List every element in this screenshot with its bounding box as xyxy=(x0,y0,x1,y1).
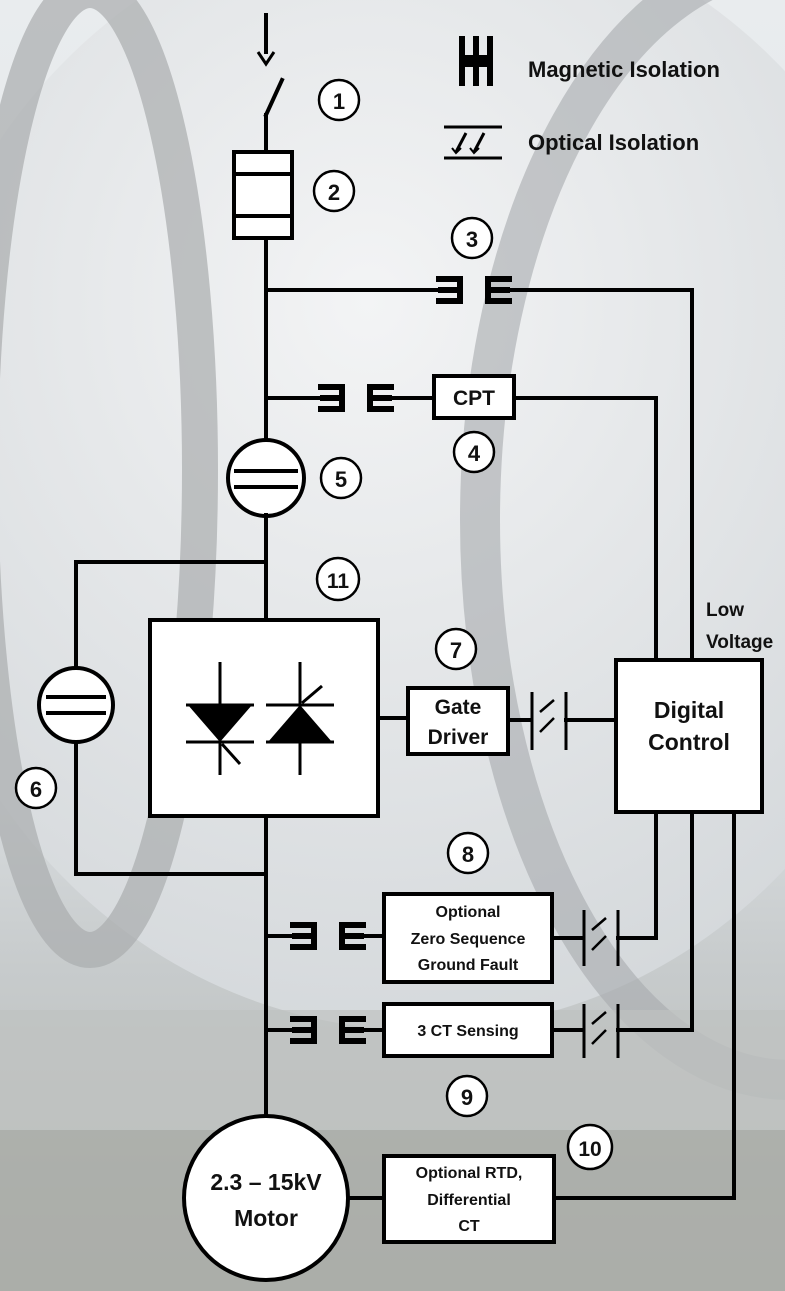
marker-5: 5 xyxy=(319,456,363,500)
current-transformer-ground-fault xyxy=(290,922,366,950)
fuse xyxy=(232,150,294,240)
low-voltage-line1: Low xyxy=(706,600,744,621)
motor-circle xyxy=(182,1114,350,1282)
marker-1: 1 xyxy=(317,78,361,122)
svg-text:7: 7 xyxy=(450,638,462,663)
legend-optical-label: Optical Isolation xyxy=(528,130,699,155)
ground-fault-line2: Zero Sequence xyxy=(411,931,526,948)
marker-6: 6 xyxy=(14,766,58,810)
rtd-line2: Differential xyxy=(427,1192,511,1209)
gate-driver-line1: Gate xyxy=(435,696,482,719)
marker-7: 7 xyxy=(434,627,478,671)
marker-2: 2 xyxy=(312,169,356,213)
ground-fault-line1: Optional xyxy=(436,904,501,921)
motor-line2: Motor xyxy=(234,1205,298,1231)
rtd-block xyxy=(382,1154,556,1244)
ground-fault-line3: Ground Fault xyxy=(418,957,519,974)
digital-control-block xyxy=(614,658,764,814)
disconnect-switch xyxy=(263,77,285,118)
current-transformer-ct-sensing xyxy=(290,1016,366,1044)
marker-3: 3 xyxy=(450,216,494,260)
svg-text:10: 10 xyxy=(578,1138,601,1161)
ct-sensing-block xyxy=(382,1002,554,1058)
cpt-block xyxy=(432,374,516,420)
svg-text:11: 11 xyxy=(327,570,350,593)
scr-power-module xyxy=(148,618,380,818)
svg-text:6: 6 xyxy=(30,777,42,802)
marker-9: 9 xyxy=(445,1074,489,1118)
svg-text:2: 2 xyxy=(328,180,340,205)
magnetic-isolation-icon xyxy=(459,36,493,86)
optical-isolation-icon xyxy=(444,125,502,160)
marker-8: 8 xyxy=(446,831,490,875)
vacuum-contactor xyxy=(226,438,306,518)
legend-magnetic-label: Magnetic Isolation xyxy=(528,57,720,82)
optical-isolator-gate xyxy=(530,692,568,750)
ground-fault-block xyxy=(382,892,554,984)
marker-11: 11 xyxy=(315,556,361,602)
marker-4: 4 xyxy=(452,430,496,474)
rtd-line3: CT xyxy=(458,1218,480,1235)
ct-sensing-label: 3 CT Sensing xyxy=(417,1023,518,1040)
current-transformer-3 xyxy=(436,276,512,304)
cpt-label: CPT xyxy=(453,387,495,410)
optical-isolator-ground-fault xyxy=(582,910,620,966)
bypass-contactor xyxy=(37,666,115,744)
rtd-line1: Optional RTD, xyxy=(416,1165,523,1182)
svg-text:9: 9 xyxy=(461,1085,473,1110)
low-voltage-line2: Voltage xyxy=(706,632,773,653)
svg-text:5: 5 xyxy=(335,467,347,492)
current-transformer-4 xyxy=(318,384,394,412)
digital-control-line1: Digital xyxy=(654,697,724,723)
svg-text:8: 8 xyxy=(462,842,474,867)
optical-isolator-ct xyxy=(582,1004,620,1058)
gate-driver-line2: Driver xyxy=(428,726,489,749)
svg-text:4: 4 xyxy=(468,441,481,466)
svg-text:1: 1 xyxy=(333,89,345,114)
motor-line1: 2.3 – 15kV xyxy=(210,1169,322,1195)
marker-10: 10 xyxy=(566,1123,614,1171)
svg-text:3: 3 xyxy=(466,227,478,252)
digital-control-line2: Control xyxy=(648,729,730,755)
